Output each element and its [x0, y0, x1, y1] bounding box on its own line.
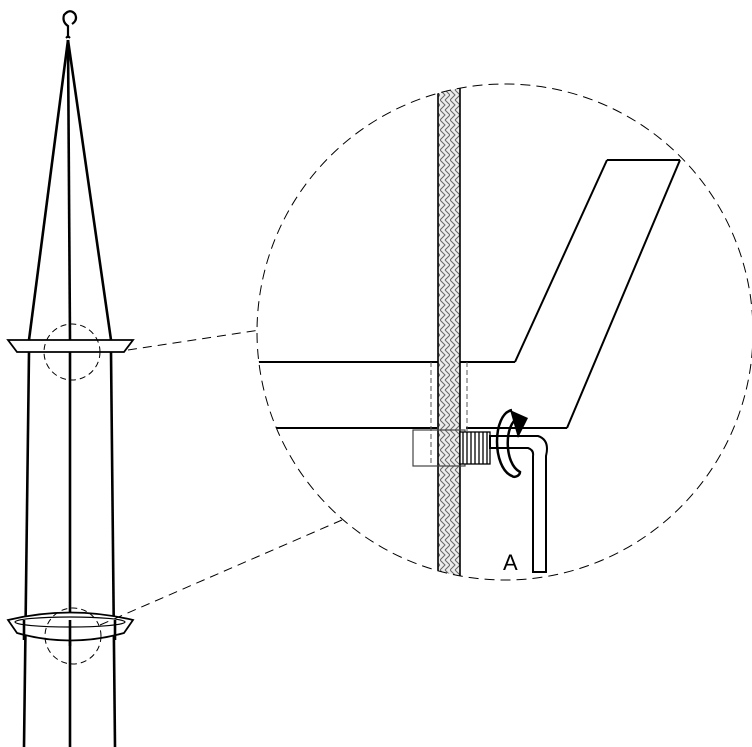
rotate-arrow-icon	[495, 408, 528, 479]
suspension-cord-center	[66, 39, 72, 341]
bottom-tray	[6, 611, 135, 646]
hanging-assembly	[6, 10, 135, 747]
hex-key-icon	[489, 435, 548, 573]
callout-leaders	[99, 329, 343, 626]
callout-label-a: A	[503, 550, 518, 575]
braided-cord	[437, 84, 461, 580]
suspension-cord-right	[66, 39, 113, 341]
top-tray	[6, 339, 135, 353]
detail-circle-top	[43, 323, 101, 381]
tray-section	[257, 159, 681, 429]
zoom-circle	[256, 83, 752, 581]
suspension-cord-left	[27, 39, 70, 341]
set-screw	[459, 431, 491, 465]
cord-right	[109, 351, 117, 747]
zoom-detail: A	[256, 83, 752, 581]
hook	[62, 10, 78, 38]
cord-left	[22, 351, 31, 747]
detail-circle-bottom	[44, 607, 102, 665]
